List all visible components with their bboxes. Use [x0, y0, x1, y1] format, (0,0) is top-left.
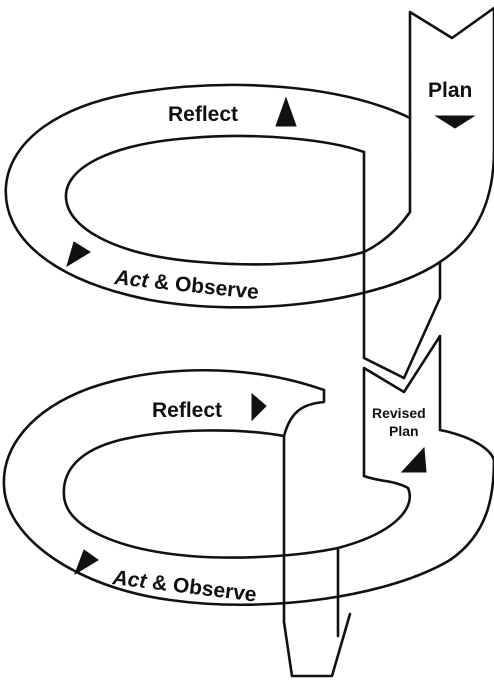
act-observe-arrow-icon [66, 241, 91, 268]
cycle-1-inner-ring [64, 134, 366, 266]
cycle-2-column-left [282, 388, 326, 624]
cycle-2-outer-right [438, 428, 494, 462]
tail-funnel [282, 612, 352, 678]
reflect-label-2: Reflect [152, 399, 222, 422]
act-word-1: Act [112, 266, 150, 293]
revised-plan-arrow-icon [400, 446, 427, 473]
plan-band-outline [408, 6, 494, 154]
reflect-arrow-right-icon [251, 392, 267, 422]
connector-right-wall [402, 260, 442, 380]
act-observe-label-1: Act & Observe [112, 266, 259, 304]
observe-words-2: & Observe [145, 570, 258, 606]
plan-arrow-down-icon [434, 115, 476, 129]
revised-plan-label-line1: Revised [372, 405, 426, 421]
revised-plan-label-line2: Plan [389, 423, 419, 439]
observe-words-1: & Observe [147, 270, 260, 304]
reflect-label-1: Reflect [168, 103, 238, 126]
cycle-2-band-wall [336, 474, 411, 550]
cycle-1-outer-ring [4, 83, 494, 309]
cycle-1-band-wall [362, 150, 412, 254]
cycle-2: Reflect Revised Plan Act & Observe [2, 334, 494, 678]
cycle-2-inner-ring [62, 429, 340, 559]
reflect-arrow-up-icon [275, 96, 297, 127]
revised-plan-band-outline [362, 334, 442, 478]
plan-label: Plan [428, 79, 472, 102]
connector-left-wall [362, 150, 406, 380]
cycle-2-outer-ring [2, 368, 494, 607]
cycle-1: Plan Reflect Act & Observe [4, 6, 494, 380]
act-observe-arrow-2-icon [74, 549, 99, 576]
act-word-2: Act [110, 566, 148, 593]
